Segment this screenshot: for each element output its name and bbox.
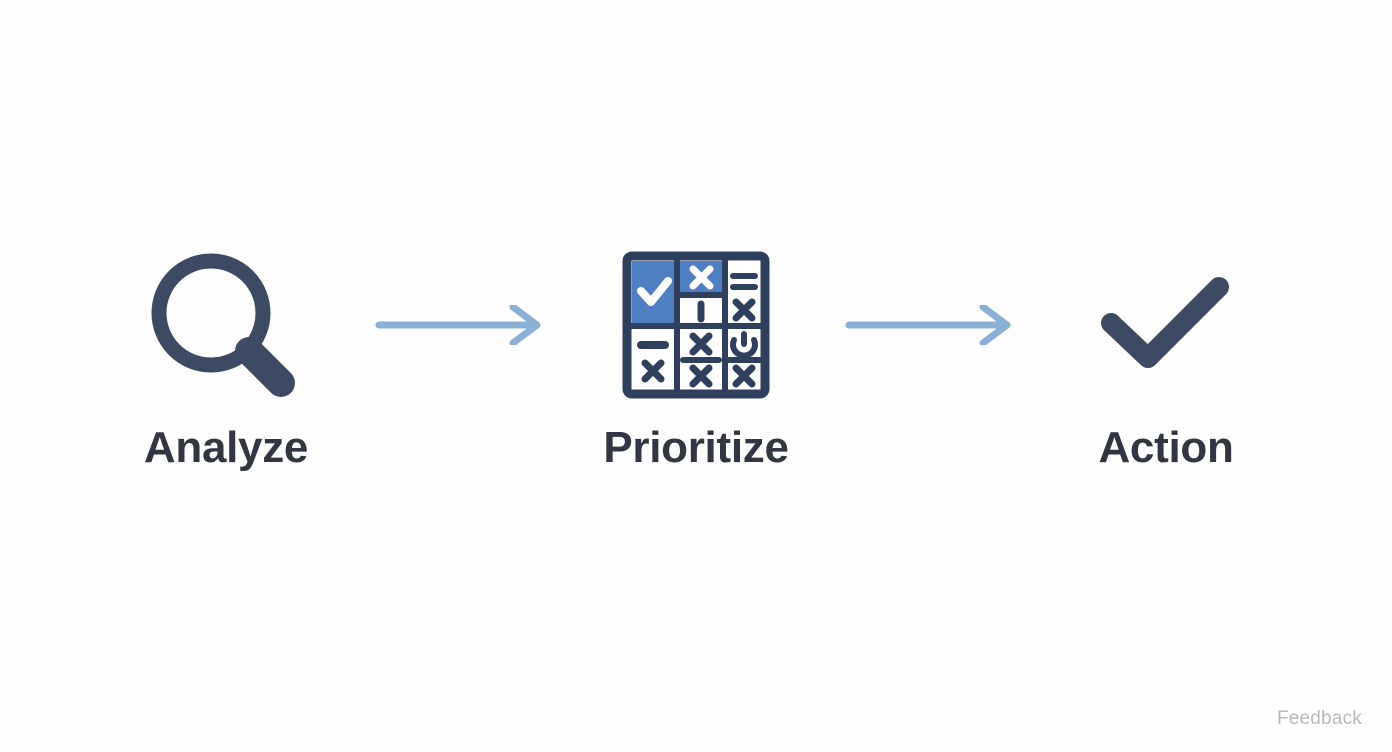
connector-1 (351, 230, 571, 420)
matrix-symbol-check (637, 277, 672, 306)
step-label-analyze: Analyze (143, 423, 309, 472)
matrix-symbol-cross-white (689, 265, 714, 290)
magnifying-glass-icon (151, 253, 295, 397)
arrow-right-icon (375, 305, 541, 345)
process-flow-row: Analyze (0, 230, 1392, 530)
action-icon-wrap (1041, 230, 1291, 420)
matrix-symbol-cross-bm-bottom (689, 364, 713, 388)
matrix-symbol-cross-br (732, 364, 756, 388)
matrix-symbol-cross-bm-top (689, 332, 713, 356)
feedback-link[interactable]: Feedback (1276, 708, 1362, 729)
connector-2 (821, 230, 1041, 420)
arrow-right-icon (845, 305, 1011, 345)
matrix-symbol-power (730, 331, 758, 359)
prioritize-icon-wrap (571, 230, 821, 420)
matrix-symbol-cross-bl (641, 359, 665, 383)
process-step-analyze[interactable]: Analyze (101, 230, 351, 470)
checkmark-icon (1101, 277, 1229, 368)
matrix-symbol-equals (730, 273, 758, 290)
step-label-prioritize: Prioritize (603, 423, 789, 472)
process-step-prioritize[interactable]: Prioritize (571, 230, 821, 470)
process-step-action[interactable]: Action (1041, 230, 1291, 470)
analyze-icon-wrap (101, 230, 351, 420)
step-label-action: Action (1098, 423, 1234, 472)
priority-matrix-grid-icon (622, 251, 770, 399)
matrix-symbol-cross-tr (732, 298, 756, 322)
